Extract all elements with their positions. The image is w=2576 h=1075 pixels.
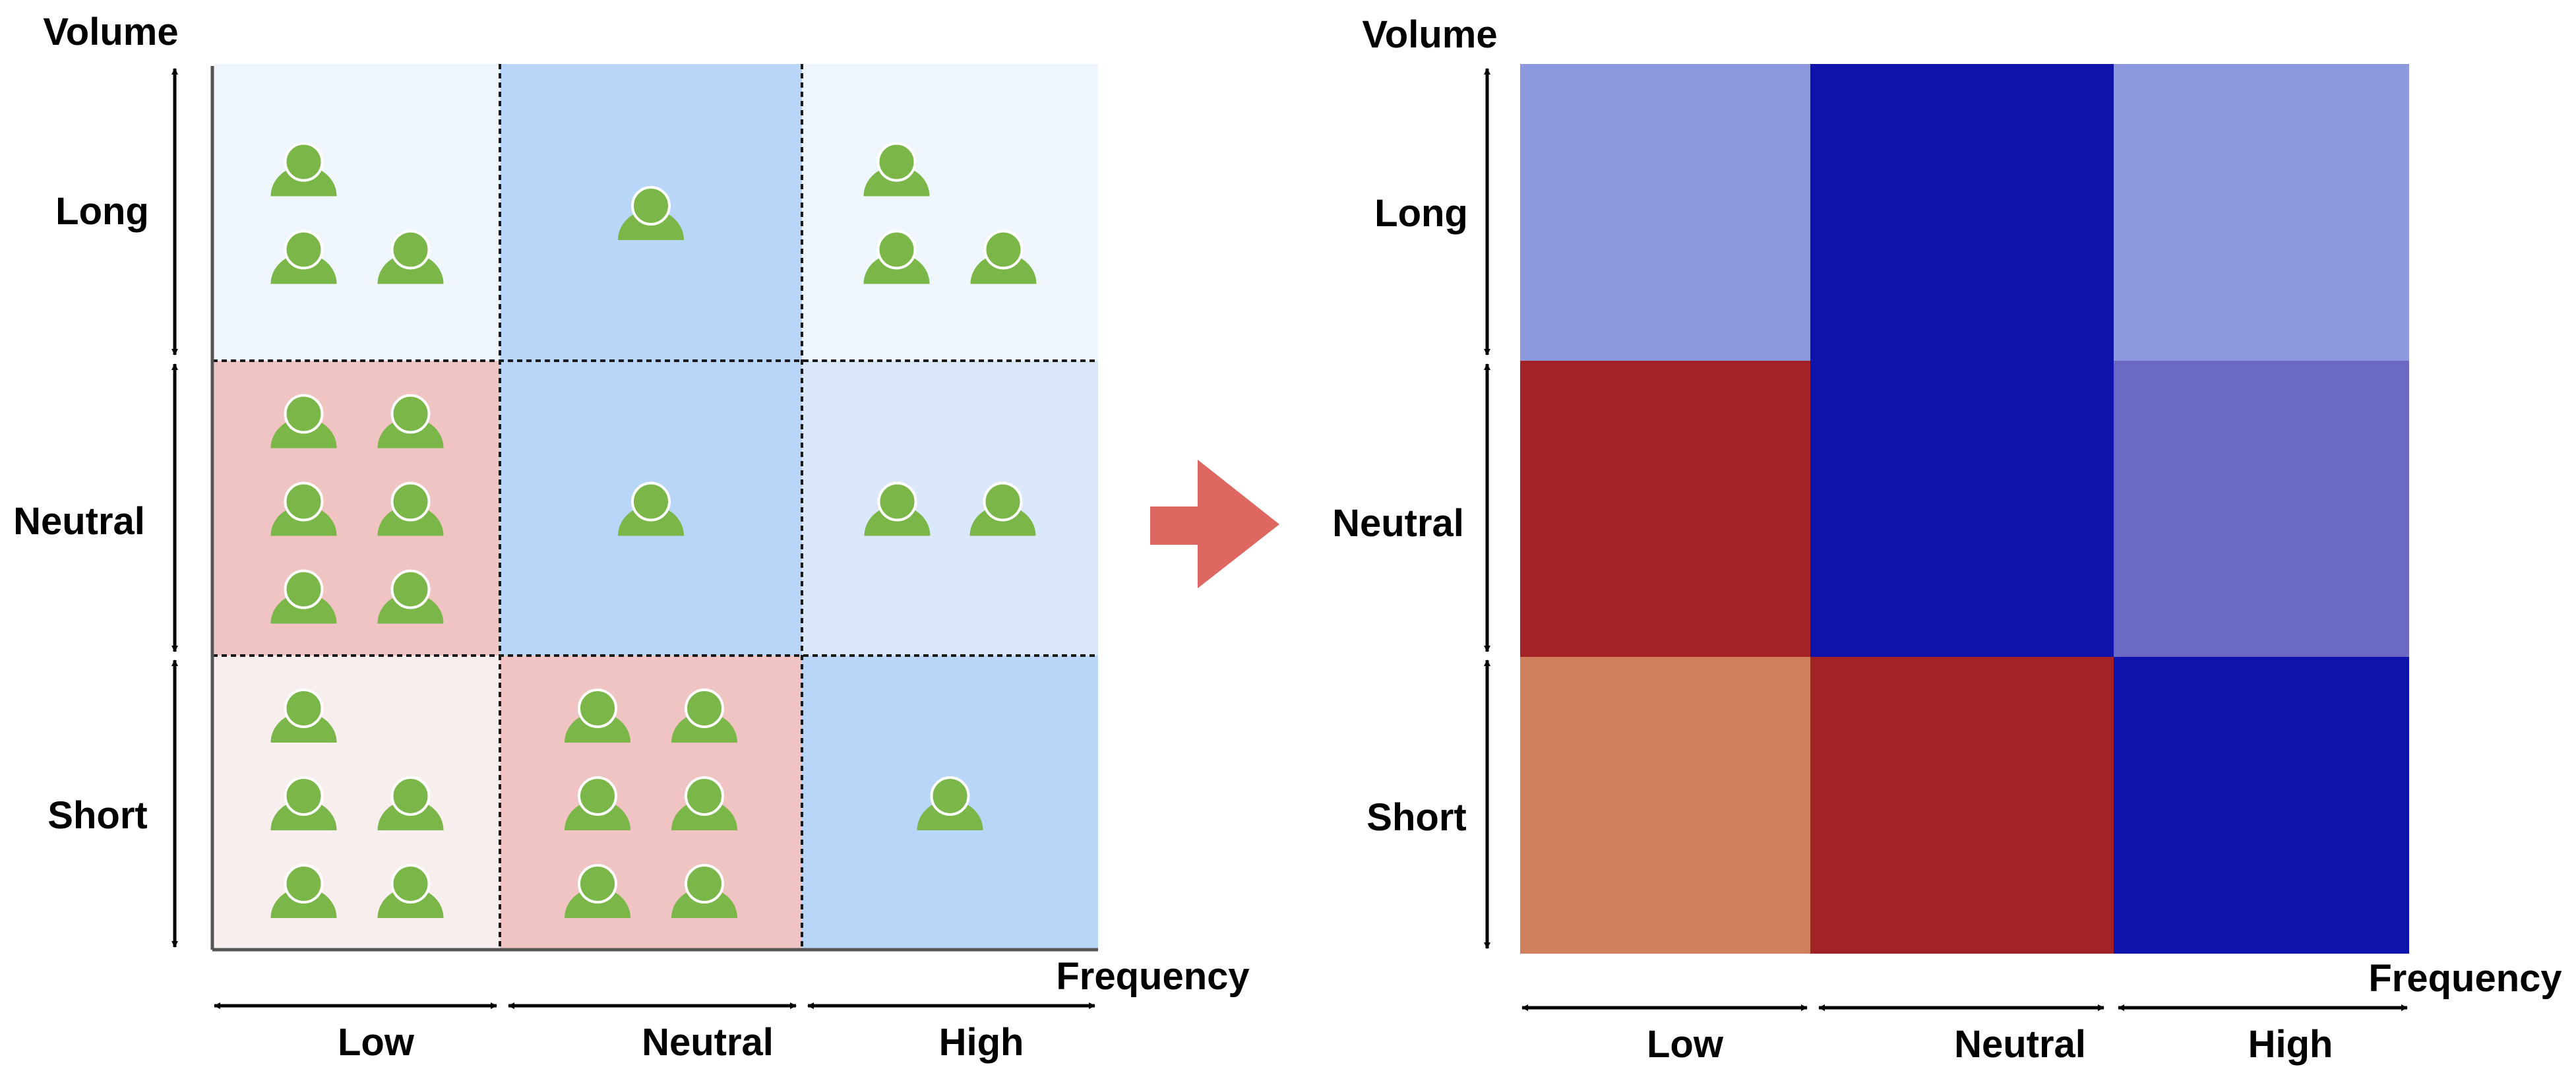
heatmap-cell-neutral-neutral bbox=[1810, 361, 2114, 658]
left-col-label-neutral: Neutral bbox=[642, 1021, 774, 1064]
right-panel-heatmap: Volume Frequency Long Neutral Short Low … bbox=[1332, 13, 2562, 1066]
left-row-label-short: Short bbox=[47, 794, 147, 837]
person-icon bbox=[377, 230, 444, 284]
person-icon bbox=[270, 394, 337, 448]
person-icon bbox=[270, 230, 337, 284]
person-icon bbox=[671, 689, 737, 743]
person-icon bbox=[565, 864, 630, 918]
left-cell-long-high bbox=[802, 64, 1098, 361]
right-col-label-low: Low bbox=[1647, 1023, 1724, 1066]
person-icon bbox=[565, 689, 630, 743]
person-icon bbox=[377, 776, 444, 830]
left-row-labels: Long Neutral Short bbox=[13, 190, 149, 837]
person-icon bbox=[618, 186, 684, 240]
left-cell-short-neutral bbox=[500, 656, 802, 950]
person-icon bbox=[270, 142, 337, 197]
person-icon bbox=[270, 864, 337, 918]
person-icon bbox=[565, 776, 630, 830]
left-x-axis-title: Frequency bbox=[1056, 955, 1249, 998]
heatmap-cell-long-high bbox=[2114, 64, 2409, 361]
left-cell-neutral-low bbox=[214, 361, 500, 656]
right-col-label-neutral: Neutral bbox=[1954, 1023, 2086, 1066]
heatmap-cell-short-low bbox=[1520, 657, 1811, 954]
left-col-label-high: High bbox=[939, 1021, 1024, 1064]
person-icon bbox=[270, 689, 337, 743]
left-cell-long-low bbox=[214, 64, 500, 361]
person-icon bbox=[377, 569, 444, 624]
person-icon bbox=[863, 142, 930, 197]
right-col-labels: Low Neutral High bbox=[1647, 1023, 2333, 1066]
person-icon bbox=[970, 230, 1037, 284]
heatmap-cell-neutral-low bbox=[1520, 361, 1811, 658]
left-axis-lines bbox=[210, 66, 1098, 952]
heatmap-cell-short-neutral bbox=[1810, 657, 2114, 954]
right-y-axis-title: Volume bbox=[1362, 13, 1497, 56]
person-icon bbox=[270, 776, 337, 830]
person-icon bbox=[377, 481, 444, 536]
left-row-label-long: Long bbox=[55, 190, 149, 233]
left-panel-people-grid: Volume Frequency Long Neutral Short Low … bbox=[13, 11, 1250, 1064]
person-icon bbox=[270, 481, 337, 536]
person-icon bbox=[969, 481, 1036, 536]
left-cell-short-low bbox=[214, 656, 500, 950]
person-icon bbox=[377, 394, 444, 448]
heatmap-cell-short-high bbox=[2114, 657, 2409, 954]
left-col-label-low: Low bbox=[338, 1021, 415, 1064]
left-cell-neutral-high bbox=[802, 361, 1098, 656]
person-icon bbox=[671, 776, 737, 830]
left-row-label-neutral: Neutral bbox=[13, 500, 145, 543]
person-icon bbox=[377, 864, 444, 918]
person-icon bbox=[270, 569, 337, 624]
heatmap-cell-neutral-high bbox=[2114, 361, 2409, 658]
heatmap-cell-long-neutral bbox=[1810, 64, 2114, 361]
person-icon bbox=[864, 481, 931, 536]
person-icon bbox=[917, 776, 983, 830]
heatmap-cell-long-low bbox=[1520, 64, 1811, 361]
person-icon bbox=[863, 230, 930, 284]
right-row-label-long: Long bbox=[1374, 192, 1468, 235]
person-icon bbox=[671, 864, 737, 918]
right-row-label-neutral: Neutral bbox=[1332, 502, 1464, 545]
right-row-label-short: Short bbox=[1366, 796, 1466, 839]
left-y-axis-title: Volume bbox=[43, 11, 178, 53]
person-icon bbox=[618, 481, 684, 536]
right-row-labels: Long Neutral Short bbox=[1332, 192, 1468, 839]
transform-arrow-icon bbox=[1150, 460, 1279, 588]
right-x-axis-title: Frequency bbox=[2368, 957, 2561, 1000]
left-col-labels: Low Neutral High bbox=[338, 1021, 1024, 1064]
right-col-label-high: High bbox=[2248, 1023, 2333, 1066]
